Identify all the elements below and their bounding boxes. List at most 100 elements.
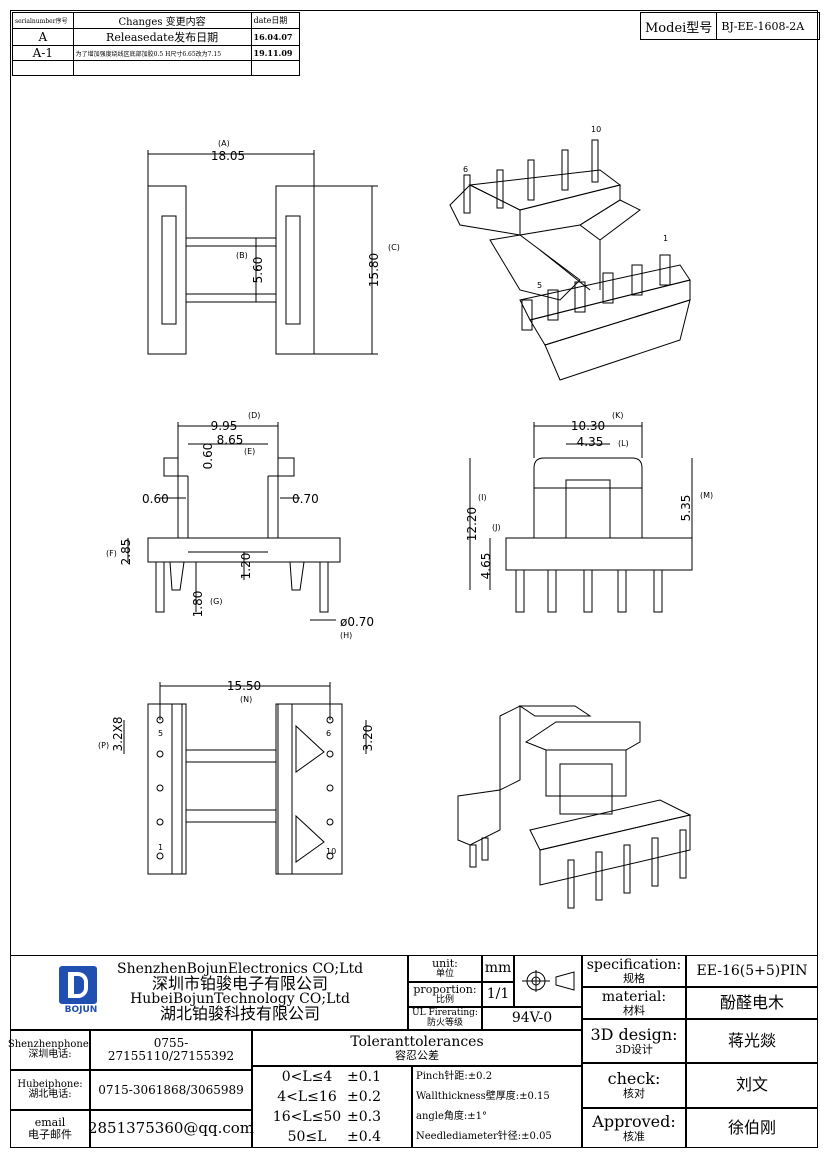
company-en-2: HubeiBojunTechnology CO;Ltd [130, 991, 350, 1007]
dim-C: 15.80 [367, 253, 381, 287]
fire-label: UL Firerating: [412, 1008, 478, 1019]
tag-I: (I) [478, 493, 487, 502]
tol-row: 4<L≤16±0.2 [277, 1088, 381, 1105]
email-label-cell: email 电子邮件 [10, 1110, 90, 1148]
dim-J: 4.65 [479, 553, 493, 580]
proportion-label-cn: 比例 [435, 994, 454, 1005]
sz-phone: 0755-27155110/27155392 [90, 1030, 252, 1070]
logo-text: BOJUN [64, 1005, 98, 1015]
tag-D: (D) [248, 411, 260, 420]
revision-row: A-1 为了增加强度绕线区底部加胶0.5 H尺寸6.65改为7.15 19.11… [12, 45, 300, 61]
tag-B: (B) [236, 251, 248, 260]
unit-label-cn: 单位 [435, 968, 454, 979]
pin-label-10-top: 10 [591, 125, 601, 134]
unit-value: mm [482, 955, 514, 982]
dim-I: 12.20 [465, 507, 479, 541]
dim-D: 9.95 [211, 419, 238, 433]
proportion-label: proportion: [413, 983, 477, 996]
tol-angle: angle角度:±1° [416, 1110, 488, 1122]
tag-H: (H) [340, 631, 352, 640]
projection-symbol [514, 955, 582, 1007]
tag-N: (N) [240, 695, 252, 704]
tolerance-ranges: 0<L≤4±0.1 4<L≤16±0.2 16<L≤50±0.3 50≤L±0.… [252, 1066, 412, 1148]
tag-L: (L) [618, 439, 629, 448]
sz-phone-label-cell: Shenzhenphone: 深圳电话: [8, 1030, 92, 1070]
check-value: 刘文 [686, 1063, 818, 1108]
tol-row: 16<L≤50±0.3 [272, 1108, 381, 1125]
pin-label-1-bottom: 1 [158, 843, 163, 852]
dim-P: 3.2X8 [111, 717, 125, 752]
spec-value: EE-16(5+5)PIN [686, 955, 818, 987]
design-label: 3D design: [590, 1024, 678, 1044]
top-view-left-slot [161, 215, 177, 325]
design-label-cn: 3D设计 [615, 1042, 653, 1056]
unit-label-cell: unit: 单位 [408, 955, 482, 982]
spec-label: specification: [586, 956, 682, 973]
email-label-cn: 电子邮件 [28, 1128, 72, 1141]
dim-M: 5.35 [679, 495, 693, 522]
fire-label-cn: 防火等级 [426, 1017, 463, 1028]
bojun-logo: BOJUN [59, 966, 103, 1022]
tolerance-header: Toleranttolerances 容忍公差 [252, 1030, 582, 1066]
tolerance-title-cn: 容忍公差 [395, 1048, 439, 1062]
dim-A: 18.05 [211, 149, 245, 163]
hb-phone-label-cn: 湖北电话: [28, 1089, 72, 1100]
side-view [469, 422, 693, 613]
tol-row: 0<L≤4±0.1 [281, 1068, 381, 1085]
dim-K: 10.30 [571, 419, 605, 433]
approved-label-cell: Approved: 核准 [582, 1108, 686, 1148]
tag-A: (A) [218, 139, 230, 148]
approved-label-cn: 核准 [623, 1129, 645, 1143]
dim-070: 0.70 [292, 492, 319, 506]
company-cn-2: 湖北铂骏科技有限公司 [160, 1004, 321, 1023]
approved-label: Approved: [592, 1111, 676, 1131]
title-block: BOJUN ShenzhenBojunElectronics CO;Ltd 深圳… [8, 955, 818, 1148]
tolerance-title: Toleranttolerances [350, 1033, 484, 1050]
company-cn-1: 深圳市铂骏电子有限公司 [152, 974, 329, 993]
spec-label-cell: specification: 规格 [582, 955, 686, 987]
material-label-cell: material: 材料 [582, 987, 686, 1019]
top-view-right-slot [285, 215, 301, 325]
company-en-1: ShenzhenBojunElectronics CO;Ltd [117, 961, 364, 977]
material-label: material: [601, 988, 667, 1005]
pin-label-5-top: 5 [537, 281, 542, 290]
material-value: 酚醛电木 [686, 987, 818, 1019]
tolerance-notes: Pinch针距:±0.2 Wallthickness壁厚度:±0.15 angl… [412, 1066, 582, 1148]
company-names: ShenzhenBojunElectronics CO;Ltd 深圳市铂骏电子有… [117, 962, 363, 1022]
revision-row: A Releasedate发布日期 16.04.07 [12, 28, 300, 46]
dim-060-top: 0.60 [201, 443, 215, 470]
dim-L: 4.35 [577, 435, 604, 449]
tag-J: (J) [492, 523, 501, 532]
spec-label-cn: 规格 [623, 971, 645, 985]
dim-R: 3.20 [361, 725, 375, 752]
pin-label-6-top: 6 [463, 165, 468, 174]
dim-N: 15.50 [227, 679, 261, 693]
check-label-cell: check: 核对 [582, 1063, 686, 1108]
dim-F: 2.85 [119, 539, 133, 566]
tag-C: (C) [388, 243, 400, 252]
tag-G: (G) [210, 597, 222, 606]
top-view [147, 150, 378, 355]
dim-060-left: 0.60 [142, 492, 169, 506]
sz-phone-label-cn: 深圳电话: [28, 1049, 72, 1060]
proportion-label-cell: proportion: 比例 [408, 982, 482, 1007]
material-label-cn: 材料 [623, 1003, 645, 1017]
model-label: Modei型号 [641, 13, 718, 39]
model-box: Modei型号 BJ-EE-1608-2A [640, 12, 820, 40]
hb-phone: 0715-3061868/3065989 [90, 1070, 252, 1110]
unit-label: unit: [432, 957, 458, 970]
tag-P: (P) [98, 741, 109, 750]
tol-needle: Needlediameter针径:±0.05 [416, 1130, 552, 1142]
company-box: BOJUN ShenzhenBojunElectronics CO;Ltd 深圳… [10, 955, 408, 1030]
pin-label-1-top: 1 [663, 234, 668, 243]
tol-pinch: Pinch针距:±0.2 [416, 1070, 493, 1082]
design-label-cell: 3D design: 3D设计 [582, 1019, 686, 1063]
model-value: BJ-EE-1608-2A [721, 19, 805, 33]
tag-K: (K) [612, 411, 624, 420]
dim-E: 8.65 [217, 433, 244, 447]
dim-H: ø0.70 [340, 615, 374, 629]
dim-G: 1.80 [191, 591, 205, 618]
top-view-left-flange [147, 185, 187, 355]
approved-value: 徐伯刚 [686, 1108, 818, 1148]
top-view-right-flange [275, 185, 315, 355]
